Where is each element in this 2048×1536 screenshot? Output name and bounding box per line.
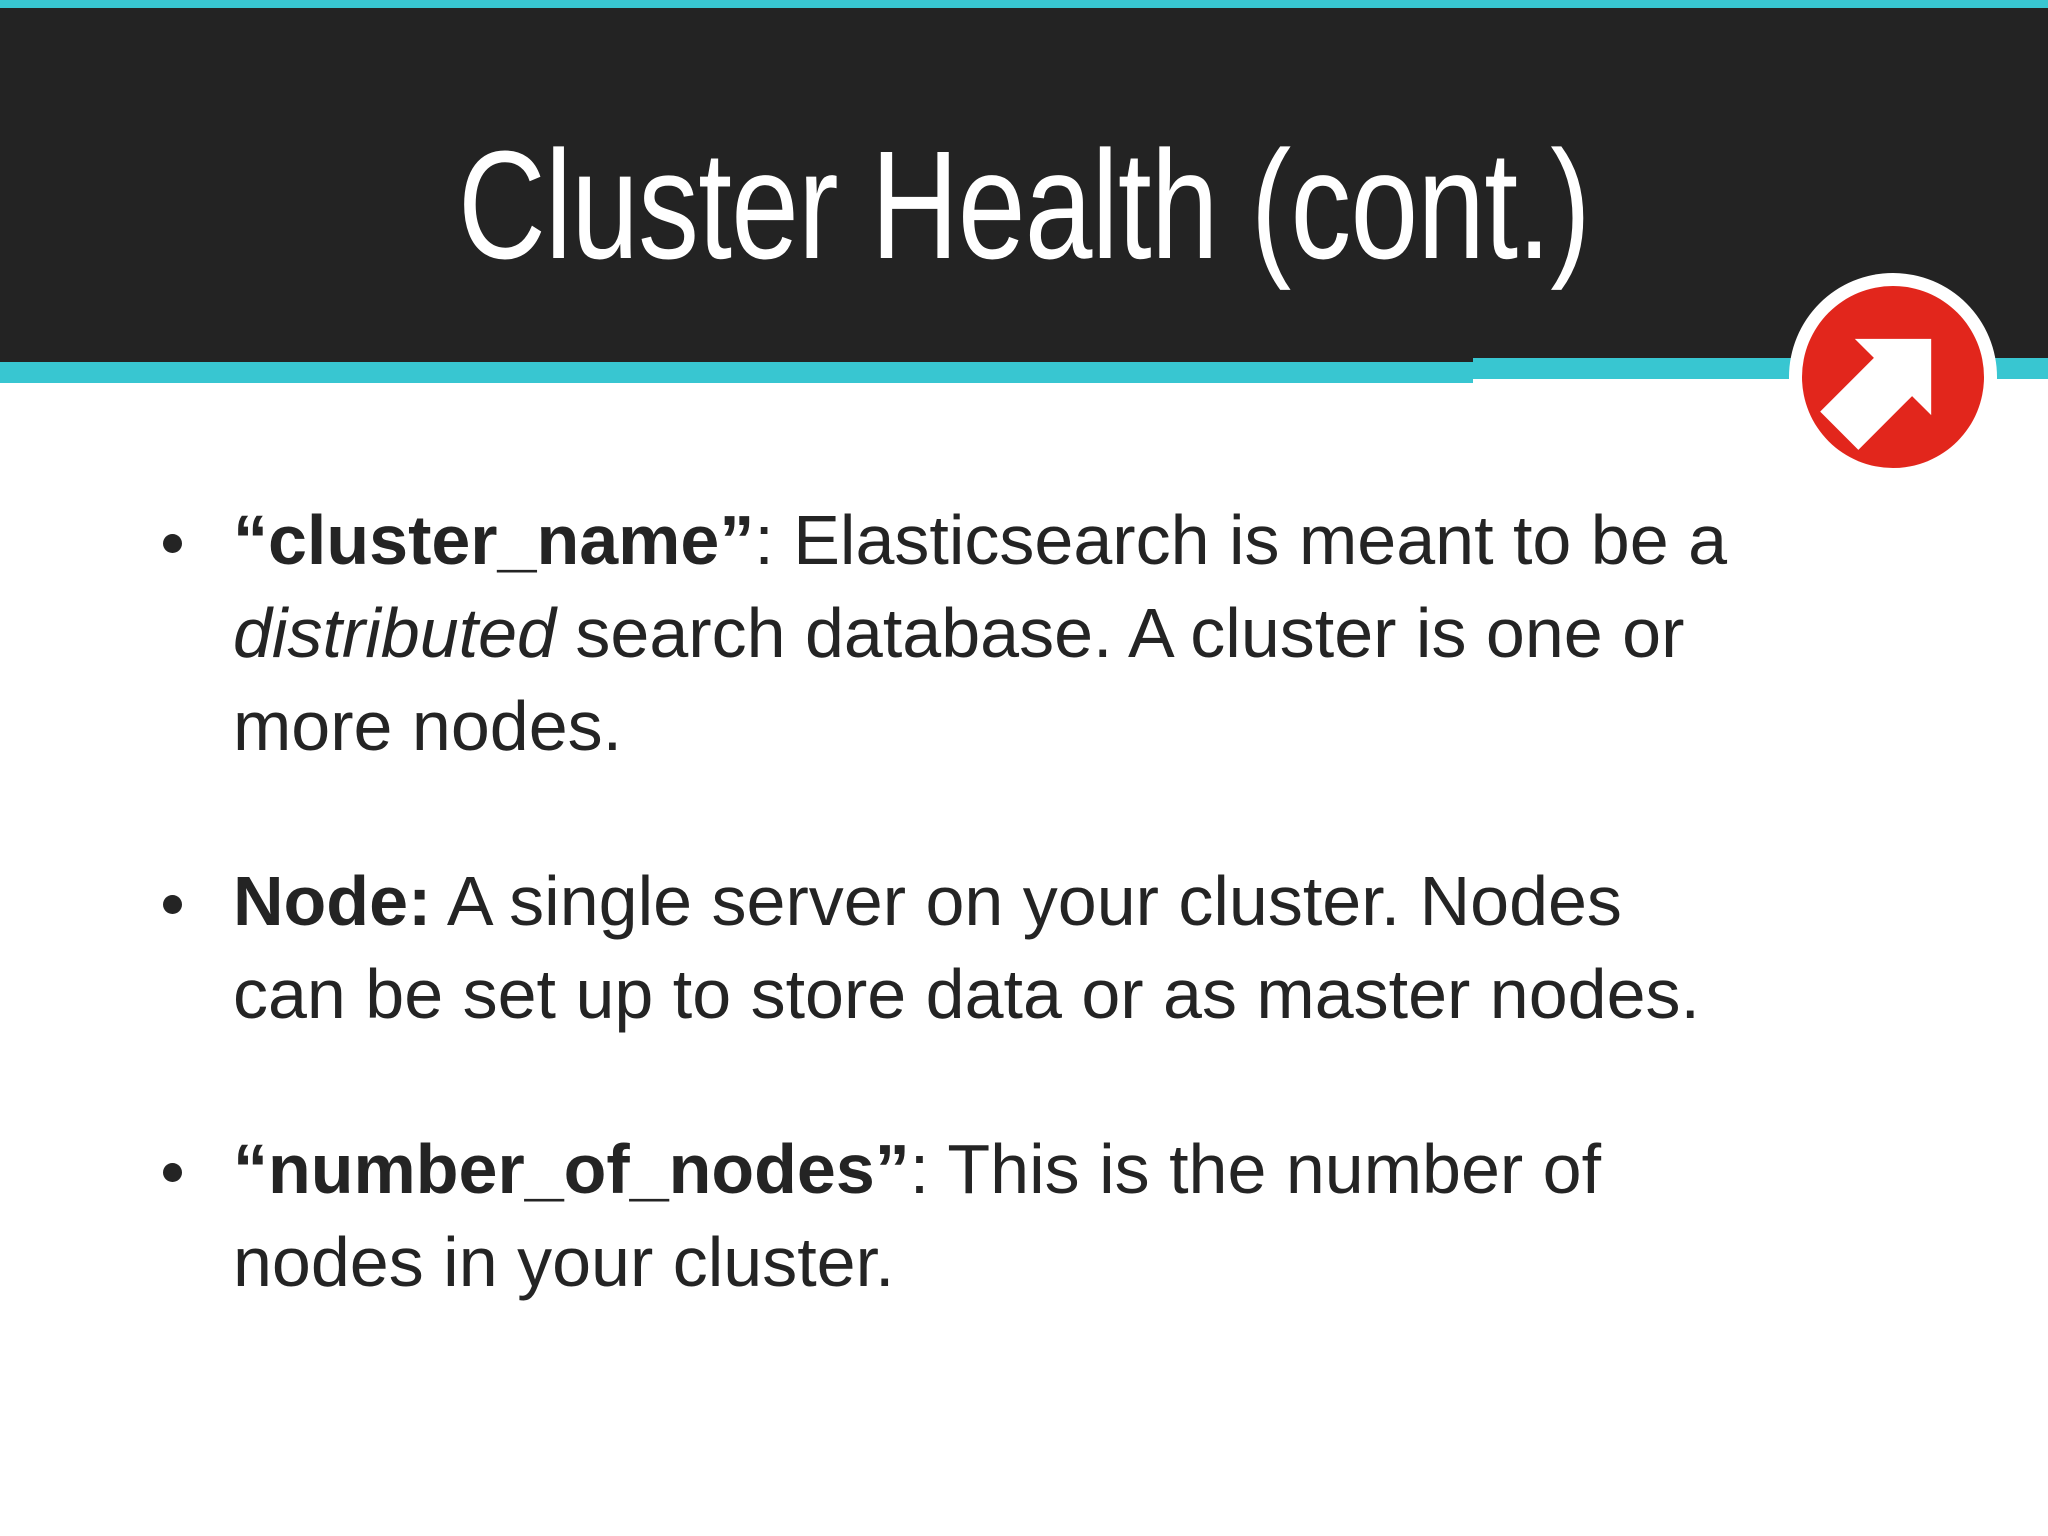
arrow-glyph xyxy=(1820,338,1932,450)
bullet-text: “cluster_name”: Elasticsearch is meant t… xyxy=(233,494,1953,773)
text-run: distributed xyxy=(233,594,556,672)
text-run: : This is the number of xyxy=(909,1130,1602,1208)
slide-title: Cluster Health (cont.) xyxy=(457,119,1591,291)
bullet-marker xyxy=(163,534,182,553)
text-line: nodes in your cluster. xyxy=(233,1216,1953,1309)
text-run: A single server on your cluster. Nodes xyxy=(431,862,1622,940)
teal-divider-left xyxy=(0,362,1473,383)
bullet-item: “cluster_name”: Elasticsearch is meant t… xyxy=(163,494,1953,773)
text-line: distributed search database. A cluster i… xyxy=(233,587,1953,680)
bullet-text: Node: A single server on your cluster. N… xyxy=(233,855,1953,1041)
text-line: more nodes. xyxy=(233,680,1953,773)
title-band: Cluster Health (cont.) xyxy=(0,8,2048,362)
text-run: nodes in your cluster. xyxy=(233,1223,895,1301)
bullet-list: “cluster_name”: Elasticsearch is meant t… xyxy=(163,494,1953,1391)
text-run: : Elasticsearch is meant to be a xyxy=(754,501,1728,579)
text-run: “cluster_name” xyxy=(233,501,755,579)
bullet-item: Node: A single server on your cluster. N… xyxy=(163,855,1953,1041)
text-run: Node: xyxy=(233,862,432,940)
bullet-text: “number_of_nodes”: This is the number of… xyxy=(233,1123,1953,1309)
arrow-up-right-circle-icon xyxy=(1789,273,1997,481)
text-run: search database. A cluster is one or xyxy=(555,594,1685,672)
bullet-marker xyxy=(163,895,182,914)
top-accent-bar xyxy=(0,0,2048,8)
text-line: can be set up to store data or as master… xyxy=(233,948,1953,1041)
text-run: more nodes. xyxy=(233,687,623,765)
bullet-marker xyxy=(163,1163,182,1182)
text-line: Node: A single server on your cluster. N… xyxy=(233,855,1953,948)
text-run: “number_of_nodes” xyxy=(233,1130,910,1208)
text-run: can be set up to store data or as master… xyxy=(233,955,1700,1033)
text-line: “cluster_name”: Elasticsearch is meant t… xyxy=(233,494,1953,587)
bullet-item: “number_of_nodes”: This is the number of… xyxy=(163,1123,1953,1309)
text-line: “number_of_nodes”: This is the number of xyxy=(233,1123,1953,1216)
